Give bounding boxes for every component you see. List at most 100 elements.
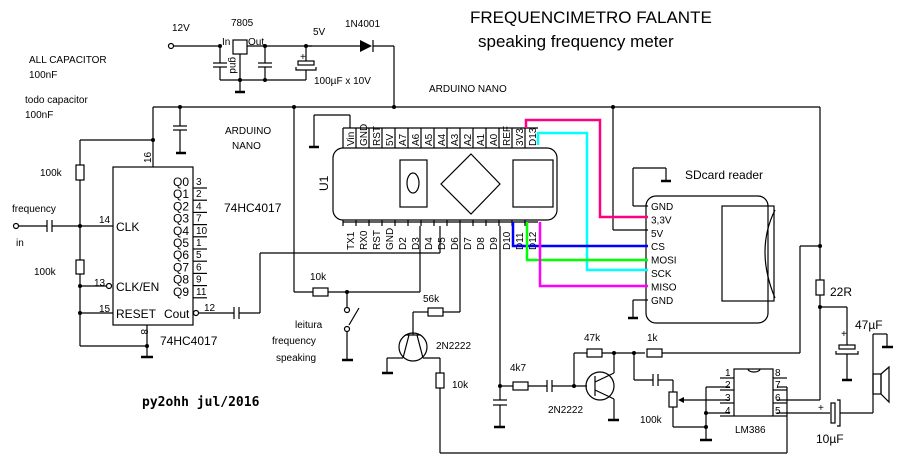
input-terminal-icon bbox=[167, 42, 175, 50]
lm386-pin-right: 8 bbox=[775, 368, 781, 379]
note-en-2: 100nF bbox=[29, 70, 57, 81]
arduino-bottom-pin: TX1 bbox=[346, 231, 357, 250]
freq-input-terminal[interactable] bbox=[12, 222, 20, 230]
q-output-label: Q4 bbox=[173, 224, 189, 238]
author-credit: py2ohh jul/2016 bbox=[142, 395, 260, 410]
counter-name-bottom: 74HC4017 bbox=[160, 334, 218, 348]
arduino-bottom-pin: D5 bbox=[437, 237, 448, 250]
supply-resistor-label: 22R bbox=[830, 285, 852, 299]
sdcard-label: SDcard reader bbox=[685, 168, 763, 182]
preamp-feedback-resistor-label: 47k bbox=[584, 333, 601, 344]
resistor-icon bbox=[815, 279, 825, 296]
counter-name: 74HC4017 bbox=[224, 201, 282, 215]
lm386-pin-left: 1 bbox=[725, 368, 731, 379]
arduino-bottom-pin: D2 bbox=[398, 237, 409, 250]
lm386-pin-right: 6 bbox=[775, 393, 781, 404]
spi-wires bbox=[511, 118, 648, 288]
arduino-ref: U1 bbox=[317, 175, 331, 191]
sdcard-pin-label: MISO bbox=[651, 282, 677, 293]
clken-label: CLK/EN bbox=[116, 280, 159, 294]
switch-label-3: speaking bbox=[276, 353, 316, 364]
usb-connector-icon bbox=[399, 159, 428, 208]
q-output-label: Q0 bbox=[173, 175, 189, 189]
resistor-icon bbox=[435, 372, 445, 389]
reg-out-label: Out bbox=[248, 37, 264, 48]
arduino-top-pin: A5 bbox=[424, 133, 435, 146]
resistor-icon bbox=[427, 307, 444, 317]
sdcard-pin-label: GND bbox=[651, 202, 673, 213]
driver-transistor-label: 2N2222 bbox=[436, 341, 471, 352]
clken-pin: 13 bbox=[94, 278, 106, 289]
wire-sck bbox=[536, 131, 648, 272]
r-top-label: 100k bbox=[40, 168, 63, 179]
sdcard-pin-label: MOSI bbox=[651, 256, 677, 267]
note-pt-1: todo capacitor bbox=[25, 95, 88, 106]
counter-gnd-pin: 8 bbox=[138, 329, 149, 335]
arduino-bottom-pin: GND bbox=[385, 228, 396, 250]
regulator-7805 bbox=[232, 39, 248, 55]
arduino-top-pin: REF bbox=[502, 126, 513, 146]
reset-label: RESET bbox=[116, 307, 157, 321]
wire-cs bbox=[511, 222, 648, 248]
rail-5v-label: 5V bbox=[313, 27, 326, 38]
resistor-icon bbox=[312, 287, 329, 297]
potentiometer-icon[interactable] bbox=[668, 391, 678, 408]
lm386-pin-left: 4 bbox=[725, 406, 731, 417]
mcu-chip-icon bbox=[440, 153, 501, 215]
arduino-bottom-pin: RST bbox=[372, 230, 383, 250]
cout-pin: 12 bbox=[204, 303, 216, 314]
q-output-label: Q1 bbox=[173, 187, 189, 201]
wire-miso bbox=[538, 222, 648, 288]
sdcard-pin-label: 5V bbox=[651, 229, 664, 240]
transistor-icon bbox=[585, 371, 615, 401]
speak-switch[interactable] bbox=[348, 307, 360, 326]
resistor-icon bbox=[586, 348, 603, 358]
q-output-label: Q2 bbox=[173, 199, 189, 213]
arduino-top-pin: A7 bbox=[398, 133, 409, 146]
arduino-label-left-1: ARDUINO bbox=[225, 126, 271, 137]
reg-in-label: In bbox=[222, 37, 230, 48]
sdcard-body bbox=[645, 195, 769, 324]
q-output-label: Q9 bbox=[173, 285, 189, 299]
freq-in-label-2: in bbox=[16, 238, 24, 249]
resistor-icon bbox=[512, 381, 529, 391]
q-output-pin: 2 bbox=[196, 189, 202, 200]
r-bottom-label: 100k bbox=[34, 267, 57, 278]
arduino-top-pin: RST bbox=[372, 126, 383, 146]
arduino-top-pin: A2 bbox=[463, 133, 474, 146]
arduino-top-pin: Vin bbox=[346, 132, 357, 146]
arduino-bottom-pin: D4 bbox=[424, 237, 435, 250]
arduino-label-top: ARDUINO NANO bbox=[429, 84, 507, 95]
transistor-icon bbox=[398, 332, 428, 362]
output-cap-label: 10µF bbox=[816, 432, 844, 446]
q-output-pin: 1 bbox=[196, 238, 202, 249]
title-line2: speaking frequency meter bbox=[478, 32, 674, 51]
reset-pin: 15 bbox=[99, 304, 111, 315]
arduino-bottom-pin: RX0 bbox=[359, 230, 370, 250]
q-output-pin: 11 bbox=[196, 287, 207, 298]
arduino-top-pin: A1 bbox=[476, 133, 487, 146]
q-output-pin: 5 bbox=[196, 250, 202, 261]
preamp-pot-label: 100k bbox=[640, 415, 663, 426]
lm386-label: LM386 bbox=[735, 425, 766, 436]
q-output-pin: 10 bbox=[196, 226, 208, 237]
resistor-icon bbox=[646, 348, 663, 358]
driver-base-resistor-label: 56k bbox=[423, 294, 440, 305]
q-output-label: Q5 bbox=[173, 236, 189, 250]
counter-vcc-pin: 16 bbox=[143, 151, 154, 163]
preamp: 4k7 47k 2N2222 1k bbox=[500, 244, 822, 428]
q-output-pin: 4 bbox=[196, 201, 202, 212]
preamp-transistor-label: 2N2222 bbox=[548, 405, 583, 416]
regulator-label: 7805 bbox=[231, 18, 254, 29]
wire-3v3 bbox=[524, 118, 648, 219]
driver-collector-resistor-label: 10k bbox=[452, 380, 469, 391]
switch-label-1: leitura bbox=[295, 320, 323, 331]
reset-button-icon bbox=[512, 159, 554, 208]
arduino-bottom-pin: D10 bbox=[502, 231, 513, 250]
power-supply: 12V 7805 In Out gnd + 5V 100µF x 10V bbox=[167, 18, 395, 107]
